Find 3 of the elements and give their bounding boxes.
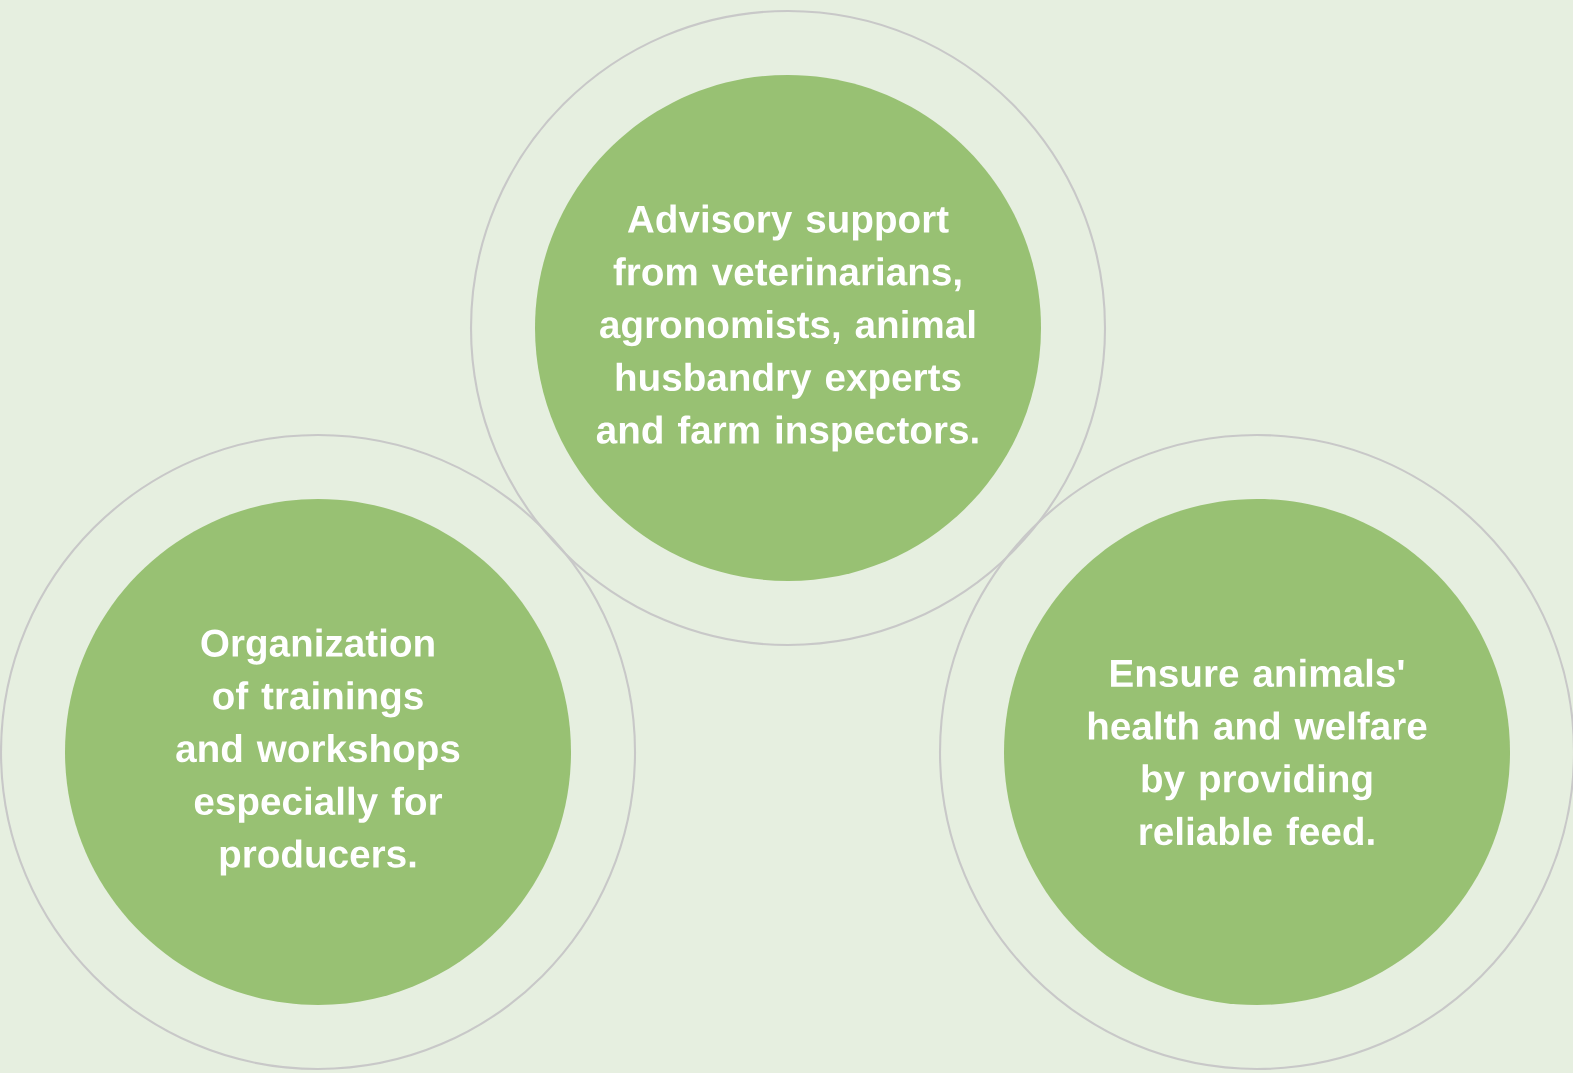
circle-node: Organization of trainings and workshops especially for producers. (65, 499, 571, 1005)
circle-node: Ensure animals' health and welfare by providing reliable feed. (1004, 499, 1510, 1005)
circle-node: Advisory support from veterinarians, agronomists, animal husbandry experts and farm inspectors. (535, 75, 1041, 581)
